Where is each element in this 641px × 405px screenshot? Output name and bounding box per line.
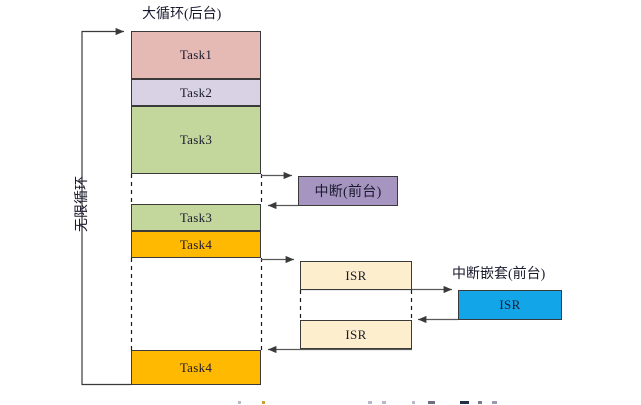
- title-top: 大循环(后台): [142, 7, 222, 22]
- task-block-task2-1: Task2: [131, 79, 261, 106]
- task-block-task4-5: Task4: [131, 350, 261, 385]
- foreground-block-isr-3: ISR: [458, 290, 562, 320]
- foreground-block-isr-1: ISR: [300, 261, 412, 290]
- foreground-block-isr-2: ISR: [300, 320, 412, 349]
- task-block-task3-3: Task3: [131, 204, 261, 231]
- task-block-task3-2: Task3: [131, 106, 261, 174]
- task-block-task4-4: Task4: [131, 231, 261, 258]
- nested-interrupt-title: 中断嵌套(前台): [452, 267, 546, 282]
- loop-label-vertical: 无限循环: [75, 176, 90, 232]
- foreground-block-中断前台-0: 中断(前台): [298, 176, 398, 206]
- task-block-task1-0: Task1: [131, 31, 261, 79]
